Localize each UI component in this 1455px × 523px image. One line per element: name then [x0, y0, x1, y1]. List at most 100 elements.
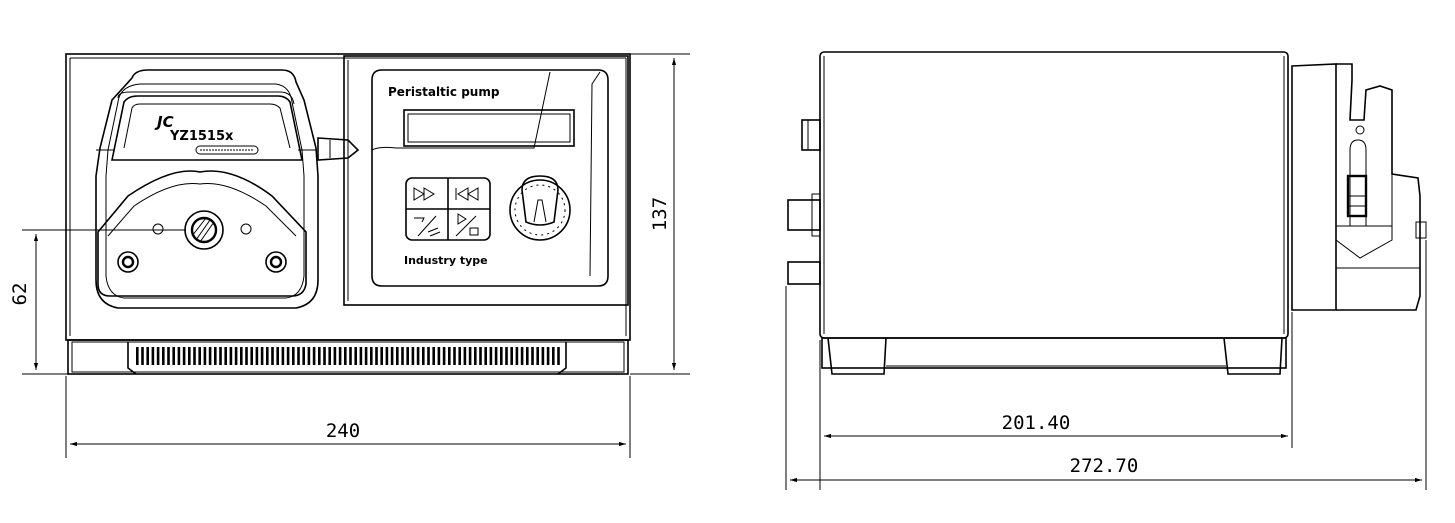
- vent-slot: [136, 347, 139, 365]
- vent-slot: [390, 347, 394, 365]
- vent-slot: [167, 347, 170, 365]
- vent-slot: [416, 347, 420, 365]
- vent-slot: [437, 347, 441, 365]
- model-label: YZ1515x: [169, 129, 234, 144]
- pump-head-outline: [95, 69, 319, 309]
- vent-slot: [266, 347, 269, 365]
- vent-slot: [151, 347, 155, 365]
- vent-slot: [364, 347, 368, 365]
- vent-slot: [505, 347, 508, 365]
- keypad: [405, 177, 491, 241]
- vent-slot: [500, 347, 503, 365]
- screw-right: [265, 251, 287, 273]
- side-dimensions: 201.40 272.70: [785, 240, 1427, 490]
- vent-slot: [453, 347, 456, 365]
- vent-slot: [432, 347, 435, 365]
- vent-slot: [328, 347, 331, 365]
- foot-right: [557, 342, 567, 375]
- vent-slot: [489, 347, 493, 365]
- vent-slot: [141, 347, 144, 365]
- panel-frame: [343, 55, 629, 306]
- vent-slot: [276, 347, 279, 365]
- side-housing: [819, 51, 1289, 339]
- fast-forward-icon[interactable]: [413, 187, 435, 201]
- screw-left: [117, 251, 139, 273]
- vent-slot: [510, 347, 513, 365]
- vent-slot: [214, 347, 217, 365]
- vent-slot: [333, 347, 337, 365]
- vent-slot: [318, 347, 321, 365]
- vent-slot: [427, 347, 430, 365]
- vent-slot: [546, 347, 550, 365]
- vent-slot: [229, 347, 233, 365]
- pump-rotor-body: [97, 170, 307, 297]
- vent-slot: [349, 347, 352, 365]
- body-length-dimension-label: 201.40: [1002, 412, 1071, 434]
- pump-head-cover: [111, 95, 303, 161]
- vent-slot: [234, 347, 238, 365]
- vent-slot: [338, 347, 342, 365]
- vent-slot: [458, 347, 461, 365]
- rear-connector-top: [801, 119, 821, 151]
- vent-slot: [380, 347, 383, 365]
- vent-slot: [271, 347, 274, 365]
- vent-slot: [146, 347, 149, 365]
- latch-lever: [317, 137, 360, 161]
- side-base: [821, 337, 1287, 369]
- vent-slot: [552, 347, 555, 365]
- vent-slot: [531, 347, 534, 365]
- vent-slot: [396, 347, 399, 365]
- vent-slot: [156, 347, 160, 365]
- vent-slot: [448, 347, 451, 365]
- vent-slot: [219, 347, 222, 365]
- vent-slot: [292, 347, 295, 365]
- rotor-shaft: [184, 210, 224, 250]
- vent-slot: [323, 347, 326, 365]
- vent-slot: [422, 347, 425, 365]
- foot-left: [127, 342, 137, 375]
- vent-slot: [370, 347, 373, 365]
- vent-slot: [188, 347, 191, 365]
- vent-slot: [468, 347, 472, 365]
- direction-icon[interactable]: [414, 215, 441, 237]
- vent-slot: [474, 347, 477, 365]
- vent-slot: [463, 347, 467, 365]
- vent-slot: [255, 347, 259, 365]
- vent-slot: [494, 347, 498, 365]
- vent-slot: [240, 347, 243, 365]
- vent-slot: [479, 347, 482, 365]
- vent-slot: [281, 347, 285, 365]
- side-foot-left: [827, 337, 887, 375]
- vent-grille: [136, 347, 560, 365]
- vent-slot: [312, 347, 316, 365]
- vent-slot: [385, 347, 389, 365]
- start-stop-icon[interactable]: [455, 213, 479, 237]
- panel-title: Peristaltic pump: [388, 85, 500, 99]
- front-view: JC YZ1515x Peristaltic pump: [65, 53, 631, 375]
- skip-back-icon[interactable]: [455, 187, 479, 201]
- speed-knob[interactable]: [509, 175, 571, 241]
- vent-slot: [193, 347, 196, 365]
- control-panel: [371, 69, 609, 287]
- vent-slot: [526, 347, 529, 365]
- vent-slot: [344, 347, 347, 365]
- pump-head-side: [1291, 63, 1427, 311]
- vent-slot: [302, 347, 305, 365]
- vent-slot: [354, 347, 357, 365]
- vent-slot: [442, 347, 446, 365]
- vent-slot: [520, 347, 524, 365]
- vent-slot: [557, 347, 560, 365]
- lcd-display: [403, 109, 575, 147]
- vent-slot: [406, 347, 409, 365]
- vent-slot: [401, 347, 404, 365]
- brand-logo: JC: [154, 113, 174, 131]
- vent-slot: [515, 347, 519, 365]
- vent-slot: [203, 347, 207, 365]
- vent-slot: [359, 347, 363, 365]
- total-length-dimension-label: 272.70: [1070, 455, 1139, 477]
- front-base: [67, 339, 629, 375]
- front-dimensions: 137 62 240: [9, 53, 690, 458]
- vent-slot: [375, 347, 378, 365]
- vent-slot: [307, 347, 311, 365]
